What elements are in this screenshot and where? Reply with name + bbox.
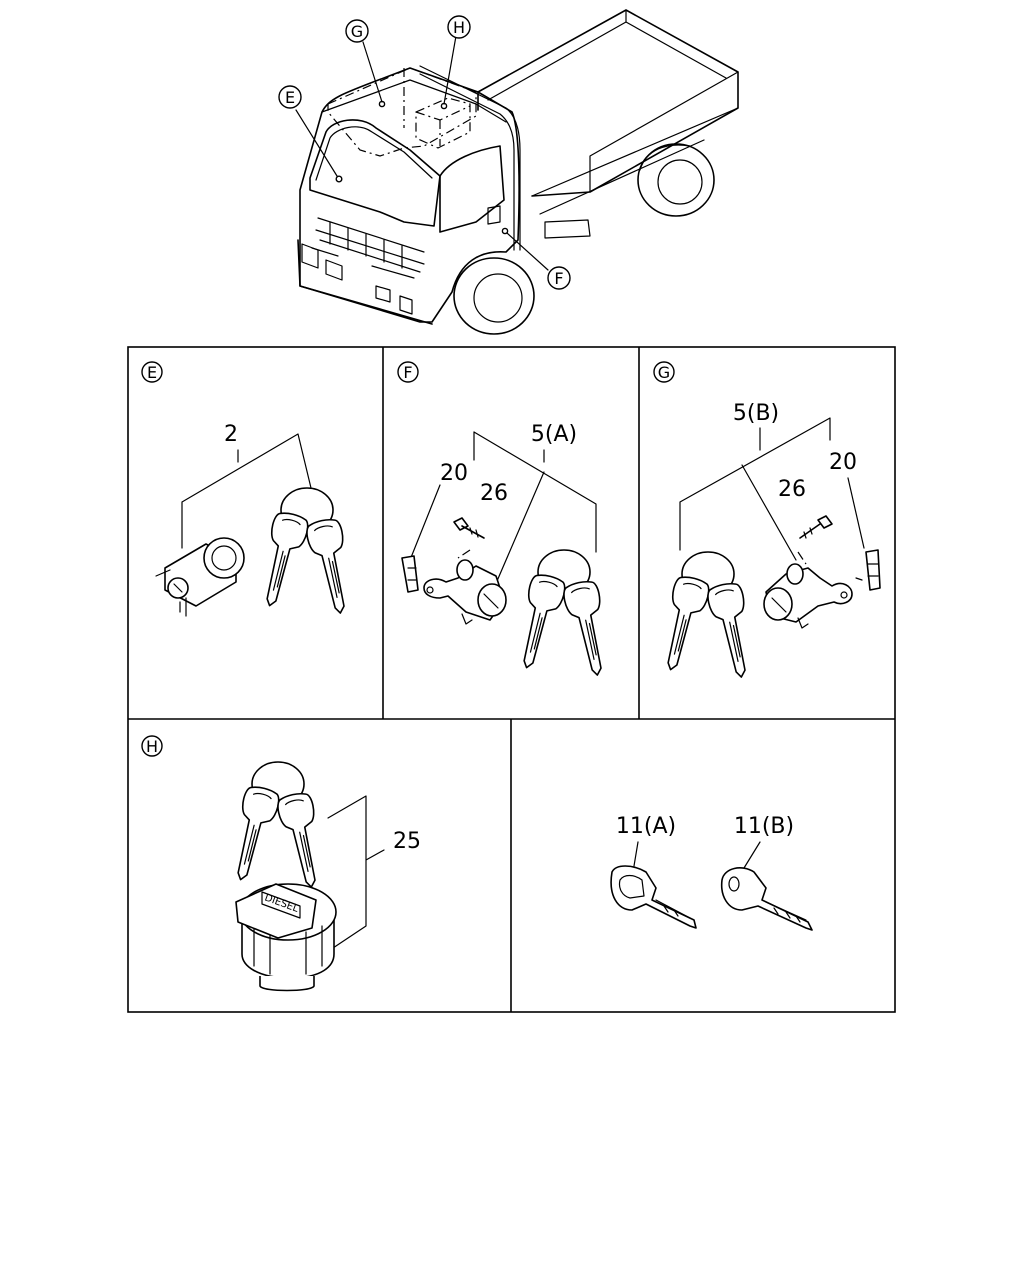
panel-f-clip	[401, 555, 419, 593]
panel-f-bolt	[453, 517, 485, 559]
fuel-cap: DIESEL	[235, 883, 337, 992]
key-11b	[720, 867, 813, 931]
callout-f-letter: F	[554, 269, 563, 288]
ignition-lock-cylinder	[155, 537, 245, 617]
callout-e: E	[278, 85, 302, 109]
panel-keys-label-b: 11(B)	[734, 814, 794, 839]
panel-h-keys	[225, 762, 330, 890]
panel-g: G 5(B) 20 26	[653, 361, 881, 680]
panel-f: F 5(A) 20 26	[397, 361, 616, 678]
panel-g-bolt	[797, 515, 833, 565]
panel-keys-label-a: 11(A)	[616, 814, 676, 839]
callout-h-letter: H	[453, 18, 465, 37]
panel-g-clip	[855, 549, 881, 591]
panel-g-label-c: 26	[778, 477, 806, 502]
panel-h: H 25 DIESEL	[141, 735, 421, 992]
panel-e-letter: E	[147, 363, 157, 382]
panel-f-letter: F	[403, 363, 412, 382]
panel-g-label-a: 5(B)	[733, 401, 779, 426]
panel-grid	[127, 346, 896, 1013]
callout-g: G	[345, 19, 369, 43]
panel-g-label-b: 20	[829, 450, 857, 475]
panel-f-keys	[511, 550, 616, 678]
truck-illustration	[295, 9, 739, 335]
key-11a	[610, 865, 697, 929]
callout-h: H	[447, 15, 471, 39]
panel-e: E 2	[141, 361, 359, 617]
callout-e-letter: E	[285, 88, 295, 107]
panel-g-door-lock	[763, 563, 853, 629]
panel-h-part-label: 25	[393, 829, 421, 854]
panel-f-label-c: 26	[480, 481, 508, 506]
callout-g-letter: G	[351, 22, 363, 41]
panel-g-keys	[655, 552, 760, 680]
panel-f-label-b: 20	[440, 461, 468, 486]
panel-f-door-lock	[423, 559, 507, 625]
callout-f: F	[547, 266, 571, 290]
panel-e-keys	[254, 488, 359, 616]
panel-e-part-label: 2	[224, 422, 238, 447]
panel-g-letter: G	[658, 363, 670, 382]
panel-h-letter: H	[146, 737, 158, 756]
panel-keys: 11(A) 11(B)	[610, 814, 813, 931]
panel-f-label-a: 5(A)	[531, 422, 577, 447]
